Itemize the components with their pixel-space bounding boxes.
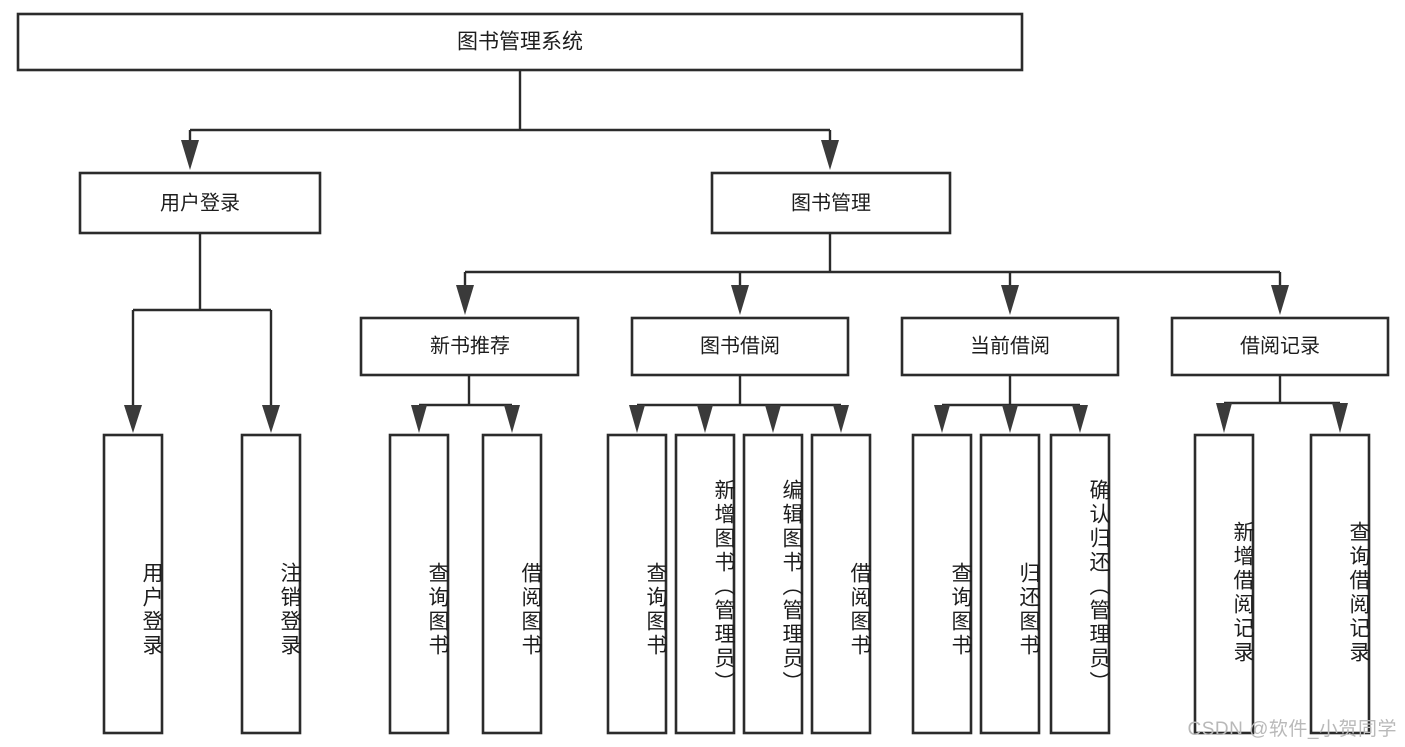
- connector-group-user-login: [124, 233, 280, 433]
- leaf-box-query-book-1[interactable]: [388, 433, 450, 735]
- arrow-head-user-login: [181, 140, 199, 170]
- arrow-head-leaf-borrow-book-2: [833, 405, 849, 433]
- leaf-box-return-book[interactable]: [979, 433, 1041, 735]
- arrow-head-leaf-query-record: [1332, 403, 1348, 433]
- arrow-head-book-manage: [821, 140, 839, 170]
- leaf-box-borrow-book-2[interactable]: [810, 433, 872, 735]
- arrow-head-leaf-query-book-3: [934, 405, 950, 433]
- node-root[interactable]: 图书管理系统: [16, 12, 1024, 72]
- node-user-login-box[interactable]: [78, 171, 322, 235]
- leaf-boxes-user-login: [102, 433, 302, 735]
- arrow-head-leaf-user-login: [124, 405, 142, 433]
- watermark-text: CSDN @软件_小贺同学: [1187, 719, 1397, 740]
- node-user-login[interactable]: 用户登录: [78, 171, 322, 235]
- arrow-head-current-borrow: [1001, 285, 1019, 315]
- arrow-head-new-book-recommend: [456, 285, 474, 315]
- arrow-head-leaf-add-record: [1216, 403, 1232, 433]
- arrow-head-borrow-record: [1271, 285, 1289, 315]
- arrow-head-leaf-add-book: [697, 405, 713, 433]
- leaf-box-query-book-3[interactable]: [911, 433, 973, 735]
- connector-group-book-borrow: [629, 375, 849, 433]
- leaf-boxes-book-borrow: [606, 433, 872, 735]
- leaf-box-query-record[interactable]: [1309, 433, 1371, 735]
- node-borrow-record-box[interactable]: [1170, 316, 1390, 377]
- leaf-box-query-book-2[interactable]: [606, 433, 668, 735]
- arrow-head-leaf-logout-login: [262, 405, 280, 433]
- node-book-borrow-label: 图书借阅: [700, 334, 780, 357]
- node-user-login-label: 用户登录: [160, 191, 240, 214]
- leaf-boxes-new-book-recommend: [388, 433, 543, 735]
- node-current-borrow-box[interactable]: [900, 316, 1120, 377]
- leaf-box-borrow-book-1[interactable]: [481, 433, 543, 735]
- node-book-borrow[interactable]: 图书借阅: [630, 316, 850, 377]
- node-book-borrow-box[interactable]: [630, 316, 850, 377]
- connector-group-new-book-recommend: [411, 375, 520, 433]
- connector-group-current-borrow: [934, 375, 1088, 433]
- arrow-head-leaf-confirm-return: [1072, 405, 1088, 433]
- node-book-manage-label: 图书管理: [791, 191, 871, 214]
- arrow-head-leaf-return-book: [1002, 405, 1018, 433]
- node-root-box[interactable]: [16, 12, 1024, 72]
- leaf-box-add-book[interactable]: [674, 433, 736, 735]
- arrow-head-leaf-borrow-book-1: [504, 405, 520, 433]
- node-borrow-record[interactable]: 借阅记录: [1170, 316, 1390, 377]
- leaf-box-logout-login[interactable]: [240, 433, 302, 735]
- node-new-book-recommend-label: 新书推荐: [430, 334, 510, 357]
- node-new-book-recommend[interactable]: 新书推荐: [359, 316, 580, 377]
- node-current-borrow-label: 当前借阅: [970, 334, 1050, 357]
- node-root-label: 图书管理系统: [457, 31, 583, 54]
- node-book-manage-box[interactable]: [710, 171, 952, 235]
- leaf-boxes-borrow-record: [1193, 433, 1371, 735]
- arrow-head-book-borrow: [731, 285, 749, 315]
- leaf-box-edit-book[interactable]: [742, 433, 804, 735]
- leaf-box-user-login[interactable]: [102, 433, 164, 735]
- leaf-box-confirm-return[interactable]: [1049, 433, 1111, 735]
- node-borrow-record-label: 借阅记录: [1240, 334, 1320, 357]
- connector-group-borrow-record: [1216, 375, 1348, 433]
- arrow-head-leaf-query-book-1: [411, 405, 427, 433]
- arrow-head-leaf-edit-book: [765, 405, 781, 433]
- node-current-borrow[interactable]: 当前借阅: [900, 316, 1120, 377]
- leaf-boxes-current-borrow: [911, 433, 1111, 735]
- node-new-book-recommend-box[interactable]: [359, 316, 580, 377]
- node-book-manage[interactable]: 图书管理: [710, 171, 952, 235]
- connector-group-root: [181, 70, 839, 170]
- arrow-head-leaf-query-book-2: [629, 405, 645, 433]
- connector-group-book-manage: [456, 233, 1289, 315]
- leaf-box-add-record[interactable]: [1193, 433, 1255, 735]
